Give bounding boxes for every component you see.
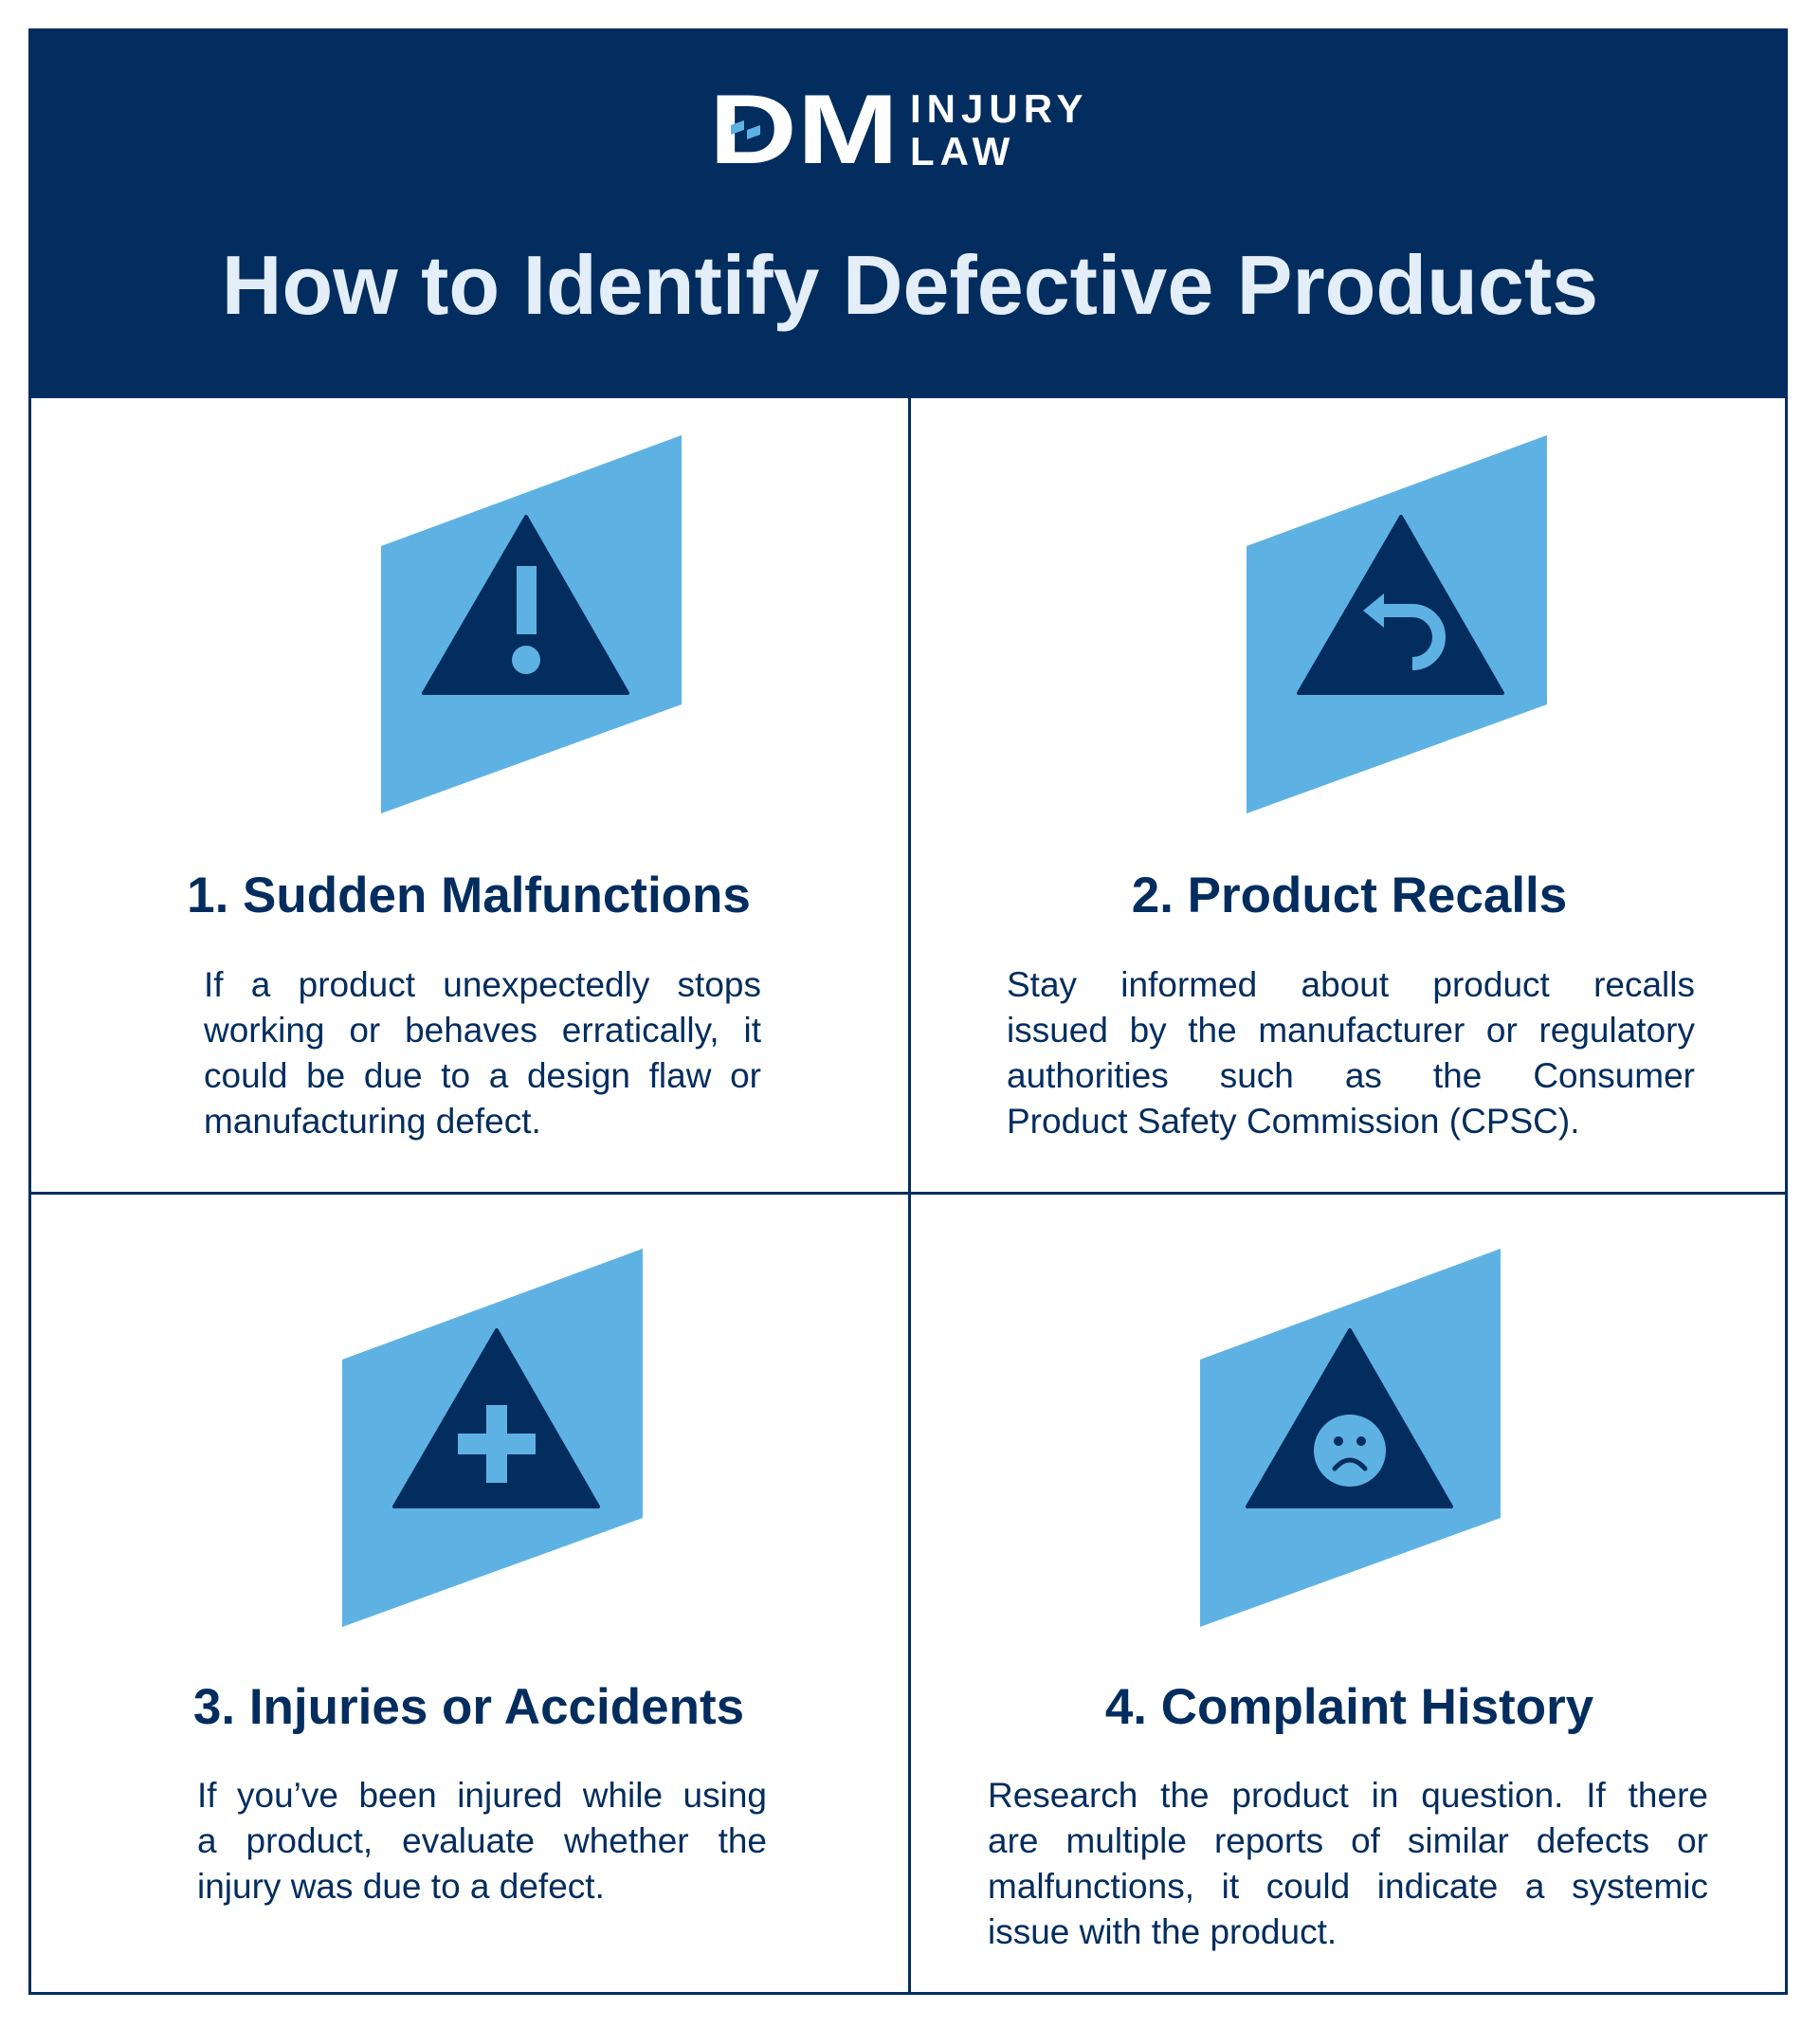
- text-line: authorities such as the Consumer: [1007, 1056, 1695, 1095]
- card-description: Research the product in question. If the…: [988, 1773, 1708, 1955]
- text-line: are multiple reports of similar defects …: [988, 1821, 1708, 1860]
- text-line: manufacturing defect.: [204, 1102, 541, 1141]
- text-line: Research the product in question. If the…: [988, 1776, 1708, 1815]
- text-line: malfunctions, it could indicate a system…: [988, 1867, 1708, 1906]
- card-description: If a product unexpectedly stops working …: [204, 962, 761, 1144]
- text-line: Stay informed about product recalls: [1007, 965, 1695, 1004]
- text-line: Product Safety Commission (CPSC).: [1007, 1102, 1580, 1141]
- dm-injury-law-logo: DM INJURY LAW: [709, 87, 1088, 167]
- text-line: injury was due to a defect.: [197, 1867, 605, 1906]
- text-line: could be due to a design flaw or: [204, 1056, 761, 1095]
- divider-horizontal: [28, 1192, 1788, 1195]
- card-description: If you’ve been injured while using a pro…: [197, 1773, 767, 1909]
- warning-exclamation-icon: [381, 435, 682, 813]
- card-heading: 4. Complaint History: [1104, 1679, 1594, 1735]
- page-title: How to Identify Defective Products: [221, 238, 1599, 332]
- text-line: If you’ve been injured while using: [197, 1776, 767, 1815]
- text-line: a product, evaluate whether the: [197, 1821, 767, 1860]
- card-description: Stay informed about product recalls issu…: [1007, 962, 1695, 1144]
- header-banner: [28, 28, 1788, 398]
- svg-text:INJURY: INJURY: [910, 87, 1088, 131]
- card-heading: 2. Product Recalls: [1131, 868, 1568, 923]
- text-line: issued by the manufacturer or regulatory: [1007, 1011, 1695, 1050]
- svg-text:LAW: LAW: [910, 129, 1015, 167]
- card-heading: 1. Sudden Malfunctions: [187, 868, 751, 923]
- text-line: issue with the product.: [988, 1912, 1338, 1951]
- sad-face-icon: [1200, 1249, 1501, 1627]
- medical-cross-icon: [342, 1249, 643, 1627]
- card-heading: 3. Injuries or Accidents: [192, 1679, 745, 1735]
- text-line: working or behaves erratically, it: [204, 1011, 761, 1050]
- recall-arrow-icon: [1247, 435, 1547, 813]
- text-line: If a product unexpectedly stops: [204, 965, 761, 1004]
- divider-vertical: [908, 398, 911, 1995]
